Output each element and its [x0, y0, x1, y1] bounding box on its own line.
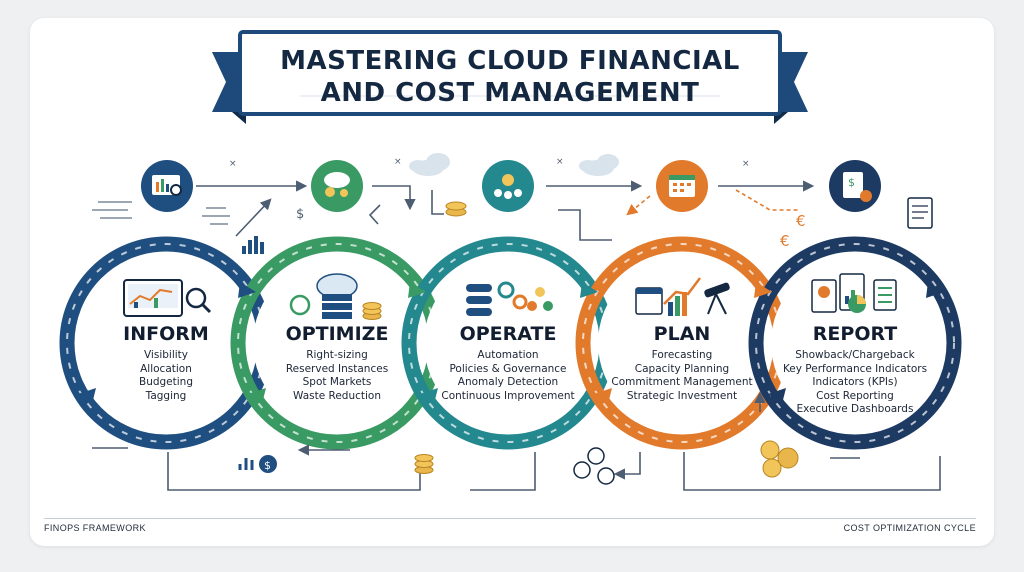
ring-arrowheads [78, 282, 944, 404]
stage-item: Right-sizing [306, 349, 368, 361]
stage-item: Showback/Chargeback [795, 349, 915, 361]
stage-item: Automation [477, 349, 539, 361]
bottom-connectors [92, 391, 941, 491]
title-banner: MASTERING CLOUD FINANCIAL AND COST MANAG… [244, 34, 776, 112]
stage-item: Commitment Management [611, 376, 753, 388]
stage-item: Visibility [143, 349, 188, 361]
svg-text:×: × [229, 159, 237, 169]
data-lines-left [92, 201, 230, 225]
stage-title: PLAN [653, 323, 711, 345]
plan-illustration [635, 277, 730, 316]
stage-title: REPORT [812, 323, 898, 345]
stage-item: Anomaly Detection [457, 376, 559, 388]
stage-title: INFORM [123, 323, 209, 345]
stage-item: Strategic Investment [626, 389, 738, 402]
stage-item: Spot Markets [302, 376, 372, 388]
stage-item-list: Showback/Chargeback Key Performance Indi… [780, 349, 930, 417]
stage-item: Reserved Instances [285, 362, 389, 375]
optimize-illustration [289, 273, 382, 320]
stage-item-list: Automation Policies & Governance Anomaly… [433, 349, 583, 403]
inform-illustration [123, 279, 212, 317]
footer-right-label: COST OPTIMIZATION CYCLE [843, 523, 976, 533]
footer-divider [44, 518, 976, 519]
svg-text:$: $ [264, 459, 271, 472]
mini-bars [242, 236, 264, 254]
svg-text:×: × [556, 157, 564, 167]
svg-text:$: $ [848, 176, 855, 189]
bottom-decor: $ [238, 197, 933, 485]
stage-item: Indicators (KPIs) [812, 376, 898, 388]
stage-report: REPORT Showback/Chargeback Key Performan… [780, 322, 930, 417]
stage-item: Key Performance Indicators [782, 362, 928, 375]
stage-title: OPERATE [459, 323, 557, 345]
report-illustration [811, 273, 897, 313]
stage-item: Waste Reduction [292, 389, 382, 402]
stage-operate: OPERATE Automation Policies & Governance… [433, 322, 583, 403]
top-connectors [196, 180, 815, 241]
page-title-line-1: MASTERING CLOUD FINANCIAL [280, 46, 740, 76]
stage-item: Forecasting [651, 349, 713, 361]
svg-text:€: € [780, 232, 790, 250]
operate-illustration [466, 281, 553, 316]
analytics-dashboard-icon [141, 160, 193, 212]
stage-title: OPTIMIZE [285, 323, 389, 345]
stage-item: Allocation [140, 362, 192, 375]
stage-item-list: Right-sizing Reserved Instances Spot Mar… [262, 349, 412, 403]
svg-text:$: $ [296, 207, 304, 222]
decorative-clouds [409, 153, 619, 176]
page-title-line-2: AND COST MANAGEMENT [320, 78, 700, 108]
decorative-glyphs: $ × × × × € € [229, 157, 806, 250]
stage-item-list: Forecasting Capacity Planning Commitment… [607, 349, 757, 403]
calendar-telescope-icon [656, 160, 708, 212]
team-gears-icon [482, 160, 534, 212]
stage-inform: INFORM Visibility Allocation Budgeting T… [91, 322, 241, 403]
stage-item: Tagging [145, 389, 187, 402]
footer-left-label: FINOPS FRAMEWORK [44, 523, 146, 533]
coin-stack-top [445, 201, 467, 217]
stage-item: Budgeting [138, 376, 193, 388]
svg-text:×: × [742, 159, 750, 169]
stage-plan: PLAN Forecasting Capacity Planning Commi… [607, 322, 757, 403]
stage-item: Executive Dashboards [796, 403, 914, 415]
stage-item: Policies & Governance [449, 362, 567, 375]
top-icons: $ [141, 160, 881, 212]
cloud-gears-icon [311, 160, 363, 212]
stage-optimize: OPTIMIZE Right-sizing Reserved Instances… [262, 322, 412, 403]
stage-item: Capacity Planning [634, 362, 730, 375]
stage-item-list: Visibility Allocation Budgeting Tagging [91, 349, 241, 403]
svg-text:€: € [796, 212, 806, 230]
svg-text:×: × [394, 157, 402, 167]
orange-connectors [626, 189, 800, 216]
stage-item: Cost Reporting [816, 389, 894, 402]
report-documents-icon: $ [829, 160, 881, 212]
title-ribbon [212, 30, 808, 124]
stage-item: Continuous Improvement [441, 389, 575, 402]
